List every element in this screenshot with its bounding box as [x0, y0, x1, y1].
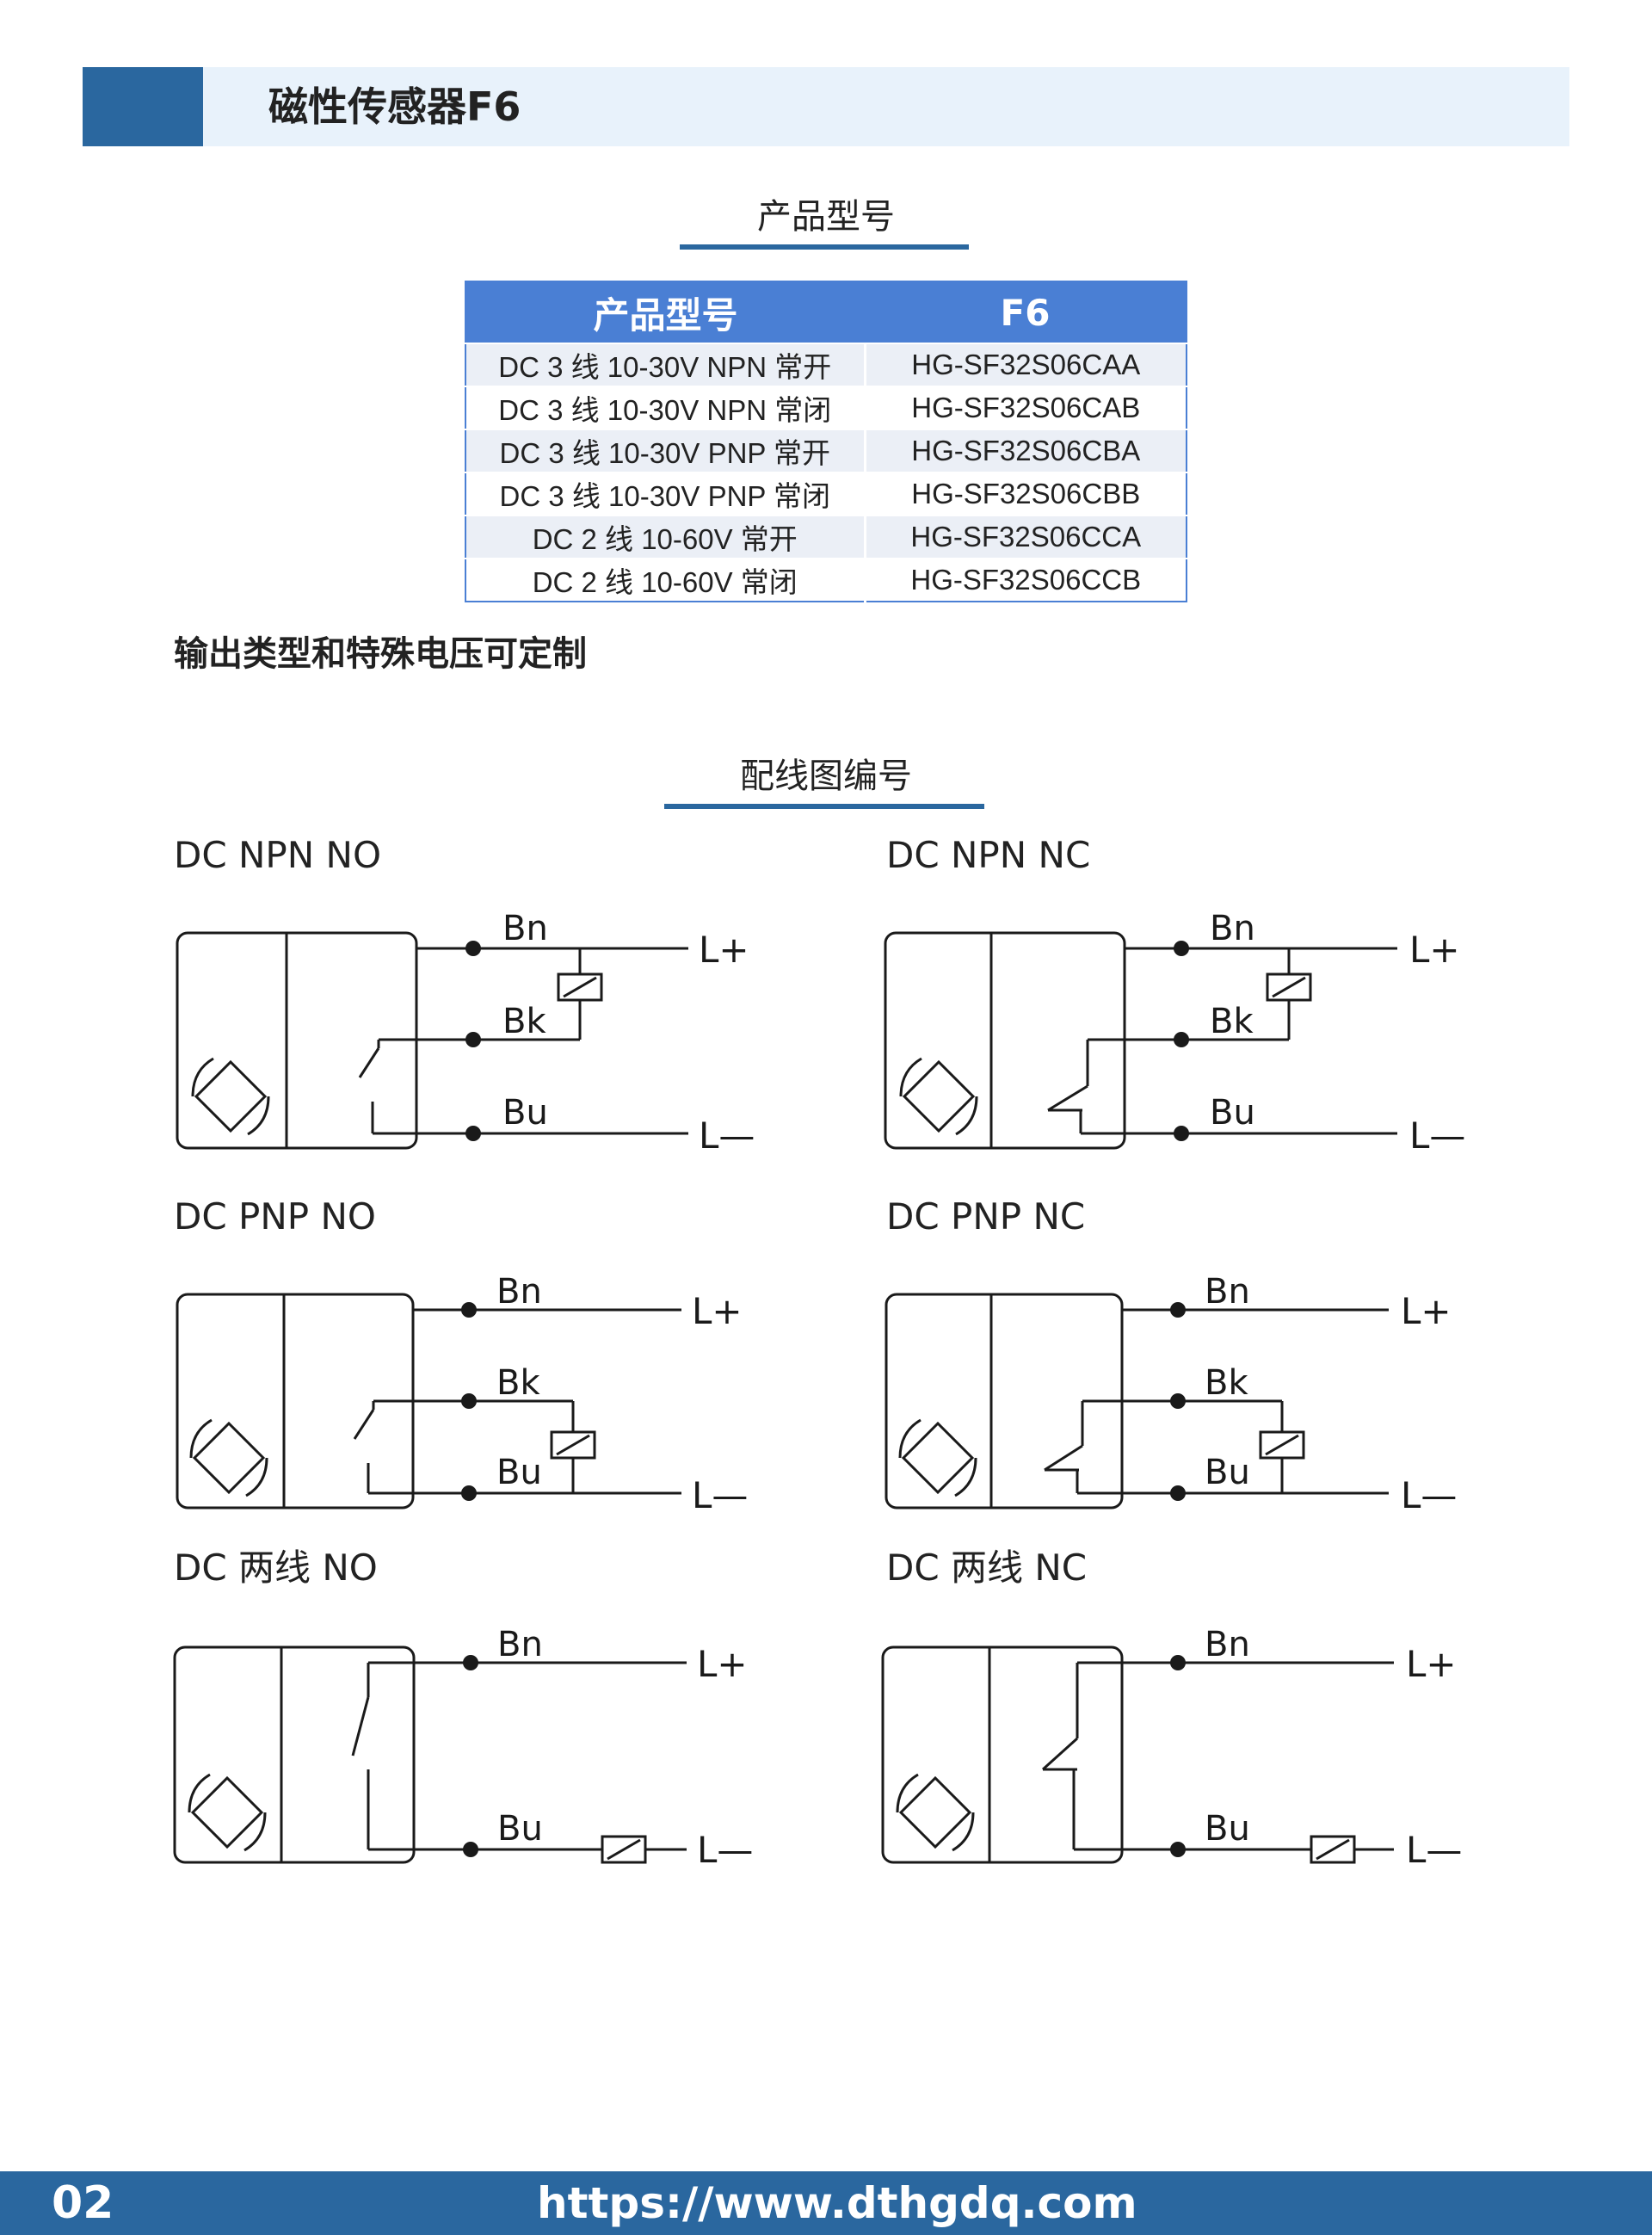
wiring-diagram-2wire-no — [173, 1645, 687, 1864]
supply-label-minus: L— — [699, 1114, 755, 1157]
product-model-table: 产品型号 F6 DC 3 线 10-30V NPN 常开 HG-SF32S06C… — [465, 281, 1187, 602]
wiring-diagram-2wire-nc — [881, 1645, 1394, 1864]
section-underline-wiring — [664, 804, 984, 809]
supply-label-minus: L— — [1401, 1474, 1457, 1516]
terminal-bu — [465, 1126, 481, 1141]
page-title: 磁性传感器F6 — [268, 83, 521, 130]
wire-label-bk: Bk — [1210, 1002, 1254, 1041]
wire-label-bn: Bn — [502, 909, 548, 948]
wire-label-bu: Bu — [496, 1453, 542, 1492]
page-number: 02 — [52, 2177, 114, 2229]
wire-label-bn: Bn — [496, 1272, 542, 1312]
table-cell-spec: DC 2 线 10-60V 常闭 — [465, 558, 866, 602]
supply-label-plus: L+ — [692, 1290, 743, 1332]
section-title-models: 产品型号 — [757, 197, 895, 237]
wire-label-bn: Bn — [497, 1625, 543, 1664]
section-underline-models — [680, 244, 969, 250]
diagram-title-npn-nc: DC NPN NC — [886, 834, 1091, 876]
wiring-diagram-pnp-nc — [885, 1293, 1389, 1510]
table-cell-spec: DC 3 线 10-30V NPN 常开 — [465, 343, 866, 386]
wire-label-bn: Bn — [1210, 909, 1255, 948]
supply-label-plus: L+ — [1409, 929, 1460, 971]
supply-label-plus: L+ — [699, 929, 749, 971]
wire-label-bu: Bu — [1205, 1809, 1250, 1849]
table-cell-spec: DC 3 线 10-30V PNP 常闭 — [465, 472, 866, 516]
diagram-title-2wire-no: DC 两线 NO — [174, 1547, 378, 1589]
section-title-wiring: 配线图编号 — [740, 756, 912, 796]
supply-label-plus: L+ — [1401, 1290, 1452, 1332]
table-cell-code: HG-SF32S06CCA — [865, 515, 1187, 559]
terminal-bn — [465, 941, 481, 956]
wire-label-bu: Bu — [1205, 1453, 1250, 1492]
table-cell-code: HG-SF32S06CCB — [865, 558, 1187, 602]
website-link[interactable]: https://www.dthgdq.com — [537, 2178, 1137, 2228]
table-cell-code: HG-SF32S06CBB — [865, 472, 1187, 516]
supply-label-minus: L— — [697, 1829, 753, 1871]
wire-label-bk: Bk — [1205, 1363, 1248, 1403]
diagram-title-2wire-nc: DC 两线 NC — [886, 1547, 1088, 1589]
terminal-bk — [465, 1032, 481, 1047]
supply-label-minus: L— — [692, 1474, 748, 1516]
footer-band — [0, 2171, 1652, 2235]
table-cell-code: HG-SF32S06CAA — [865, 343, 1187, 386]
diagram-title-npn-no: DC NPN NO — [174, 834, 382, 876]
table-row: DC 3 线 10-30V NPN 常闭 HG-SF32S06CAB — [465, 386, 1187, 429]
wiring-diagram-pnp-no — [176, 1293, 681, 1510]
wire-label-bu: Bu — [497, 1809, 543, 1849]
wire-label-bk: Bk — [502, 1002, 546, 1041]
table-row: DC 3 线 10-30V PNP 常闭 HG-SF32S06CBB — [465, 472, 1187, 516]
supply-label-plus: L+ — [1406, 1643, 1457, 1685]
table-row: DC 2 线 10-60V 常开 HG-SF32S06CCA — [465, 515, 1187, 559]
wire-label-bn: Bn — [1205, 1625, 1250, 1664]
table-row: DC 3 线 10-30V PNP 常开 HG-SF32S06CBA — [465, 429, 1187, 472]
supply-label-minus: L— — [1409, 1114, 1465, 1157]
diagram-title-pnp-nc: DC PNP NC — [886, 1195, 1086, 1238]
supply-label-plus: L+ — [697, 1643, 748, 1685]
table-row: DC 2 线 10-60V 常闭 HG-SF32S06CCB — [465, 558, 1187, 602]
customization-note: 输出类型和特殊电压可定制 — [174, 634, 587, 674]
table-header-row: 产品型号 F6 — [465, 281, 1187, 343]
table-cell-spec: DC 3 线 10-30V PNP 常开 — [465, 429, 866, 472]
supply-label-minus: L— — [1406, 1829, 1462, 1871]
wire-label-bk: Bk — [496, 1363, 540, 1403]
diagram-title-pnp-no: DC PNP NO — [174, 1195, 376, 1238]
wiring-diagram-npn-no — [176, 931, 688, 1150]
table-cell-code: HG-SF32S06CBA — [865, 429, 1187, 472]
wire-label-bu: Bu — [1210, 1093, 1255, 1133]
table-cell-code: HG-SF32S06CAB — [865, 386, 1187, 429]
header-band — [203, 67, 1569, 146]
table-cell-spec: DC 3 线 10-30V NPN 常闭 — [465, 386, 866, 429]
column-header-series: F6 — [865, 281, 1187, 343]
header-accent-block — [83, 67, 203, 146]
table-cell-spec: DC 2 线 10-60V 常开 — [465, 515, 866, 559]
wiring-diagram-npn-nc — [884, 931, 1397, 1150]
table-row: DC 3 线 10-30V NPN 常开 HG-SF32S06CAA — [465, 343, 1187, 386]
column-header-model: 产品型号 — [465, 281, 865, 343]
wire-label-bn: Bn — [1205, 1272, 1250, 1312]
wire-label-bu: Bu — [502, 1093, 548, 1133]
